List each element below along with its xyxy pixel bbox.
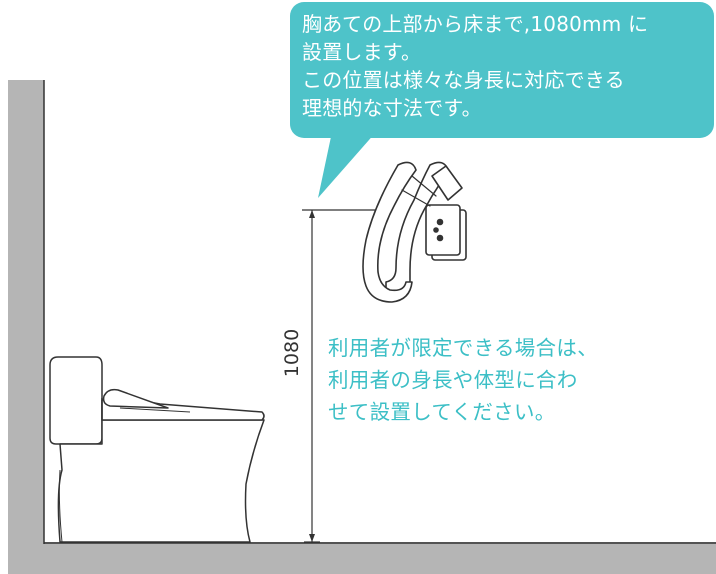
callout-text: 胸あての上部から床まで,1080mm に 設置します。 この位置は様々な身長に対… — [302, 10, 712, 122]
callout-line-3: この位置は様々な身長に対応できる — [302, 68, 625, 92]
callout-bubble — [290, 2, 714, 198]
installation-note: 利用者が限定できる場合は、 利用者の身長や体型に合わ せて設置してください。 — [328, 332, 708, 428]
callout-line-4: 理想的な寸法です。 — [302, 96, 482, 120]
callout-line-1: 胸あての上部から床まで,1080mm に — [302, 12, 649, 36]
note-line-1: 利用者が限定できる場合は、 — [328, 336, 598, 360]
note-line-2: 利用者の身長や体型に合わ — [328, 368, 578, 392]
toilet-illustration — [49, 356, 265, 543]
dimension-label: 1080 — [281, 328, 303, 378]
note-line-3: せて設置してください。 — [328, 400, 556, 424]
wall — [8, 80, 44, 552]
floor — [8, 542, 716, 574]
callout-line-2: 設置します。 — [302, 40, 422, 64]
grab-bar-illustration — [362, 161, 467, 303]
